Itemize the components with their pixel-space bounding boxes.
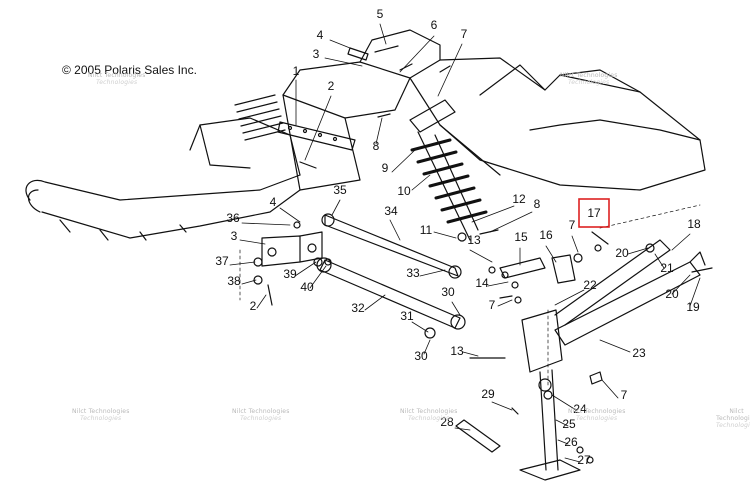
callout-28[interactable]: 28 (440, 415, 454, 429)
shock-absorber (409, 99, 479, 241)
ski (25, 117, 301, 241)
callout-8[interactable]: 8 (373, 139, 380, 153)
left-spring (234, 94, 286, 141)
reference-lines (239, 204, 701, 386)
callout-22[interactable]: 22 (583, 278, 597, 292)
callout-13[interactable]: 13 (450, 344, 464, 358)
callout-38[interactable]: 38 (227, 274, 241, 288)
callout-21[interactable]: 21 (660, 261, 674, 275)
callout-40[interactable]: 40 (300, 280, 314, 294)
callout-11[interactable]: 11 (420, 223, 433, 237)
callout-34[interactable]: 34 (384, 204, 398, 218)
callout-10[interactable]: 10 (397, 184, 411, 198)
callout-18[interactable]: 18 (687, 217, 701, 231)
callout-19[interactable]: 19 (686, 300, 700, 314)
callout-16[interactable]: 16 (539, 228, 553, 242)
callout-35[interactable]: 35 (333, 183, 347, 197)
callout-7[interactable]: 7 (569, 218, 576, 232)
callout-37[interactable]: 37 (215, 254, 229, 268)
callout-2[interactable]: 2 (250, 299, 257, 313)
callout-17[interactable]: 17 (587, 206, 601, 220)
callout-20[interactable]: 20 (615, 246, 629, 260)
callout-3[interactable]: 3 (231, 229, 238, 243)
callout-7[interactable]: 7 (489, 298, 496, 312)
callout-14[interactable]: 14 (475, 276, 489, 290)
bracket-16 (551, 254, 576, 284)
callout-29[interactable]: 29 (481, 387, 495, 401)
callout-7[interactable]: 7 (461, 27, 468, 41)
callout-7[interactable]: 7 (621, 388, 628, 402)
shock-spring (410, 138, 488, 224)
callout-26[interactable]: 26 (564, 435, 578, 449)
callout-4[interactable]: 4 (317, 28, 324, 42)
highlight-box[interactable] (578, 198, 610, 228)
callout-1[interactable]: 1 (293, 64, 300, 78)
callout-2[interactable]: 2 (328, 79, 335, 93)
a-arm (554, 239, 706, 346)
callout-6[interactable]: 6 (431, 18, 438, 32)
frame-panel (282, 29, 706, 191)
callout-36[interactable]: 36 (226, 211, 240, 225)
callout-31[interactable]: 31 (400, 309, 414, 323)
trailing-arm-lower (316, 257, 466, 330)
callout-4[interactable]: 4 (270, 195, 277, 209)
callout-39[interactable]: 39 (283, 267, 297, 281)
hardware (253, 45, 713, 464)
callout-12[interactable]: 12 (512, 192, 526, 206)
callout-23[interactable]: 23 (632, 346, 646, 360)
leader-lines (229, 23, 701, 463)
callout-25[interactable]: 25 (562, 417, 576, 431)
trailing-arm-upper (321, 213, 462, 279)
rail-bracket (277, 121, 356, 151)
copyright-text: © 2005 Polaris Sales Inc. (62, 63, 197, 77)
callout-24[interactable]: 24 (573, 402, 587, 416)
callout-20[interactable]: 20 (665, 287, 679, 301)
spindle (519, 309, 581, 481)
callout-33[interactable]: 33 (406, 266, 420, 280)
callout-30[interactable]: 30 (441, 285, 455, 299)
callout-8[interactable]: 8 (534, 197, 541, 211)
callout-15[interactable]: 15 (514, 230, 528, 244)
callout-9[interactable]: 9 (382, 161, 389, 175)
link-plate (499, 257, 546, 279)
callout-30[interactable]: 30 (414, 349, 428, 363)
callout-27[interactable]: 27 (577, 453, 591, 467)
callout-13[interactable]: 13 (467, 233, 481, 247)
callout-32[interactable]: 32 (351, 301, 365, 315)
callout-3[interactable]: 3 (313, 47, 320, 61)
callout-5[interactable]: 5 (377, 7, 384, 21)
mount-bracket-left (261, 231, 323, 306)
